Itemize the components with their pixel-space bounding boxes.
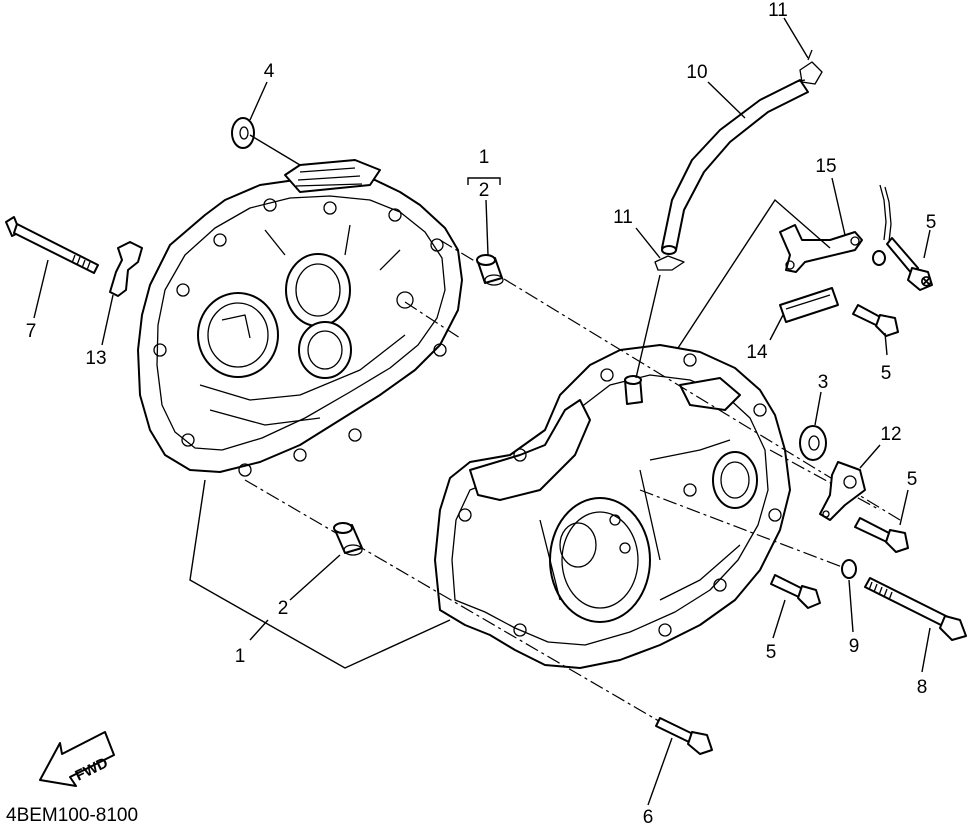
callout-2: 2 bbox=[278, 598, 289, 619]
callout-1: 1 bbox=[479, 147, 490, 168]
right-crankcase bbox=[434, 344, 791, 669]
part-14-plate bbox=[779, 287, 839, 323]
callout-5: 5 bbox=[926, 212, 937, 233]
part-12-bracket bbox=[819, 461, 866, 521]
callout-9: 9 bbox=[849, 636, 860, 657]
callout-5: 5 bbox=[881, 363, 892, 384]
diagram-code: 4BEM100-8100 bbox=[6, 805, 138, 825]
callouts: 1 2 1 2 3 4 5 5 5 5 6 7 8 9 10 11 11 12 … bbox=[26, 0, 937, 825]
callout-14: 14 bbox=[746, 342, 768, 363]
fwd-arrow-icon: FWD bbox=[39, 731, 115, 787]
callout-13: 13 bbox=[85, 348, 106, 369]
part-6-bolt bbox=[655, 717, 713, 755]
part-11-clip-lower bbox=[654, 255, 685, 271]
callout-3: 3 bbox=[818, 372, 829, 393]
part-15-bracket bbox=[779, 224, 863, 273]
callout-5: 5 bbox=[766, 642, 777, 663]
callout-1: 1 bbox=[235, 646, 246, 667]
callout-8: 8 bbox=[917, 677, 928, 698]
callout-10: 10 bbox=[686, 62, 707, 83]
callout-11: 11 bbox=[613, 207, 633, 228]
part-8-long-bolt bbox=[864, 577, 967, 641]
part-9-oring bbox=[841, 559, 857, 579]
part-4-washer bbox=[231, 117, 301, 166]
callout-6: 6 bbox=[643, 807, 654, 825]
part-10-hose bbox=[661, 79, 809, 255]
callout-5: 5 bbox=[907, 469, 918, 490]
part-3-washer bbox=[799, 425, 827, 461]
callout-2: 2 bbox=[479, 180, 490, 201]
callout-4: 4 bbox=[264, 61, 275, 82]
part-11-clip-upper bbox=[794, 49, 823, 85]
part-5-bolt-a: ⊗ bbox=[886, 237, 933, 291]
part-5-bolt-d bbox=[770, 574, 821, 609]
callout-12: 12 bbox=[880, 424, 901, 445]
alignment-lines bbox=[244, 239, 901, 746]
svg-text:⊗: ⊗ bbox=[920, 273, 933, 290]
callout-15: 15 bbox=[815, 156, 836, 177]
callout-11: 11 bbox=[768, 0, 788, 21]
part-7-long-bolt bbox=[5, 216, 99, 274]
part-5-bolt-b bbox=[852, 304, 899, 337]
part-5-bolt-c bbox=[854, 517, 909, 553]
callout-7: 7 bbox=[26, 321, 37, 342]
wire-lead bbox=[872, 184, 892, 266]
part-13-clip bbox=[109, 241, 143, 297]
leader-lines bbox=[33, 17, 931, 806]
part-2-dowel-upper bbox=[476, 254, 504, 286]
part-2-dowel-lower bbox=[333, 522, 363, 556]
left-crankcase bbox=[137, 159, 463, 477]
